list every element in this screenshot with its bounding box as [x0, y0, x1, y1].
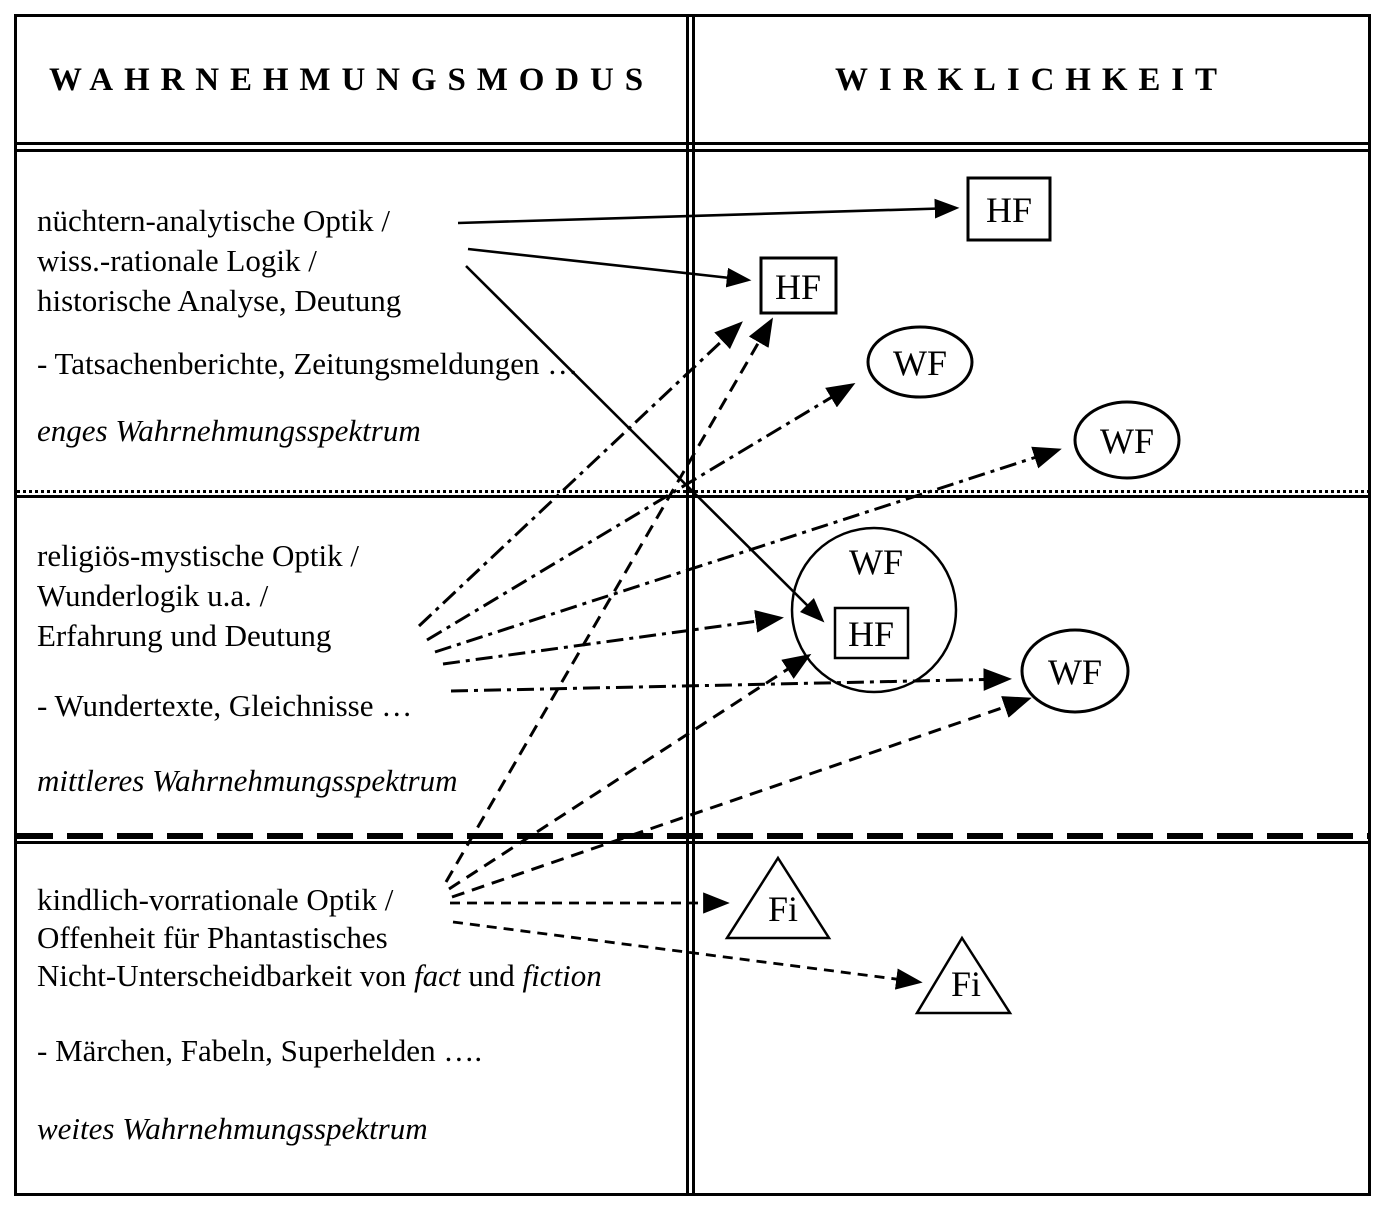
mode-line: Erfahrung und Deutung — [37, 618, 332, 653]
section3-spectrum: weites Wahrnehmungsspektrum — [37, 1111, 428, 1146]
hf-top-box — [966, 176, 1052, 242]
mode-line: Wunderlogik u.a. / — [37, 578, 269, 613]
mode-line-mixed: Nicht-Unterscheidbarkeit von fact und fi… — [37, 958, 602, 993]
wf-ellipse-top — [866, 325, 974, 399]
mode-line: kindlich-vorrationale Optik / — [37, 882, 394, 917]
section3-mode-block: kindlich-vorrationale Optik / Offenheit … — [37, 881, 602, 995]
arrow-solid-to-hf-mid — [467, 247, 752, 288]
section2-spectrum: mittleres Wahrnehmungsspektrum — [37, 763, 458, 798]
hf-mid-box — [759, 256, 838, 315]
wf-right-label: WF — [1100, 421, 1154, 461]
section2-mode-block: religiös-mystische Optik / Wunderlogik u… — [37, 536, 359, 656]
column-divider-line — [686, 14, 695, 1196]
arrow-solid-to-hf-top — [457, 198, 960, 225]
hf-inner-label: HF — [848, 614, 894, 654]
hf-inner-box — [833, 606, 910, 660]
arrow-dashed-to-wf-low — [451, 696, 1032, 899]
section3-examples: - Märchen, Fabeln, Superhelden …. — [37, 1033, 483, 1068]
header-separator-line — [17, 142, 1368, 152]
arrow-dashed-to-hf-mid — [444, 317, 774, 883]
wf-top-label: WF — [893, 343, 947, 383]
hf-mid-label: HF — [775, 267, 821, 307]
fi-triangle-1 — [724, 855, 832, 940]
arrow-dashdot-to-wf-low — [450, 668, 1012, 693]
arrow-solid-to-hf-inner — [465, 265, 825, 623]
wf-ellipse-low — [1020, 628, 1130, 714]
mode-line: nüchtern-analytische Optik / — [37, 203, 390, 238]
section1-mode-block: nüchtern-analytische Optik / wiss.-ratio… — [37, 201, 401, 321]
section2-examples: - Wundertexte, Gleichnisse … — [37, 688, 413, 723]
section1-spectrum: enges Wahrnehmungsspektrum — [37, 413, 421, 448]
mode-line: wiss.-rationale Logik / — [37, 243, 317, 278]
wf-big-circle-label: WF — [849, 542, 903, 582]
arrow-dashdot-to-big-circle — [442, 610, 784, 666]
arrow-dashed-to-big-circle — [448, 653, 812, 891]
arrow-dashdot-to-wf-top — [426, 382, 856, 642]
arrow-dashdot-to-wf-right — [434, 446, 1062, 654]
fi-2-label: Fi — [951, 964, 981, 1004]
fi-triangle-2 — [914, 935, 1013, 1015]
header-wirklichkeit: WIRKLICHKEIT — [835, 62, 1228, 98]
section1-examples: - Tatsachenberichte, Zeitungsmeldungen … — [37, 346, 579, 381]
wf-low-label: WF — [1048, 652, 1102, 692]
hf-top-label: HF — [986, 190, 1032, 230]
arrow-dashed-to-fi-2 — [452, 920, 923, 990]
arrow-dashdot-to-hf-mid — [417, 321, 743, 628]
header-wahrnehmungsmodus: WAHRNEHMUNGSMODUS — [49, 62, 654, 98]
wf-ellipse-right — [1073, 400, 1181, 480]
mode-line: religiös-mystische Optik / — [37, 538, 360, 573]
section-divider-dashed — [17, 833, 1368, 844]
mode-line: historische Analyse, Deutung — [37, 283, 402, 318]
mode-line: Offenheit für Phantastisches — [37, 920, 388, 955]
fi-1-label: Fi — [768, 889, 798, 929]
